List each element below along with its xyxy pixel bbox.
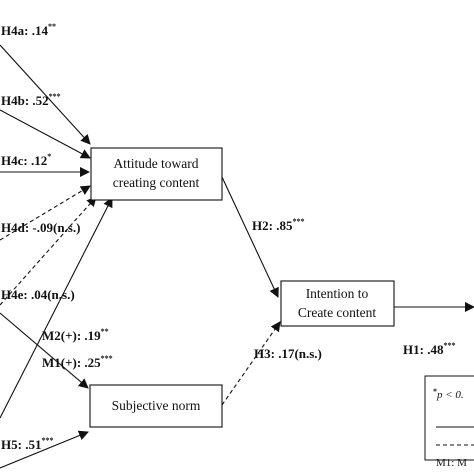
path-h2-arrow [221,176,279,298]
norm-label: Subjective norm [112,398,201,413]
path-h1-label: H1: .48*** [403,341,455,357]
path-h4a-arrow [0,44,91,145]
path-h5-arrow [0,430,89,469]
legend: *p < 0. M1: M [424,375,474,469]
path-h4e-arrow [0,196,97,306]
path-h4d-label: H4d: -.09(n.s.) [1,220,80,235]
path-h3-arrow [221,321,281,406]
path-h4d-arrow [0,185,91,241]
path-m1-arrow [0,312,89,389]
path-h2-label: H2: .85*** [252,217,304,233]
legend-p-note: *p < 0. [433,387,464,401]
path-m1-label: M1(+): .25*** [42,354,113,370]
legend-m1-note: M1: M [436,457,467,469]
intention-label-line1: Intention to [306,286,369,301]
path-h4e-label: H4e: .04(n.s.) [1,287,75,302]
path-h4b-arrow [0,109,91,159]
intention-label-line2: Create content [298,305,377,320]
path-h5-label: H5: .51*** [1,436,53,452]
attitude-label-line2: creating content [113,175,200,190]
attitude-box [90,147,223,201]
attitude-label-line1: Attitude toward [113,156,198,171]
path-h3-label: H3: .17(n.s.) [254,346,322,361]
path-m2-arrow [0,197,113,419]
path-m2-label: M2(+): .19** [42,327,109,343]
norm-box [89,384,223,428]
path-h4b-label: H4b: .52*** [1,92,61,108]
path-h4c-label: H4c: .12* [1,152,51,168]
path-h4a-label: H4a: .14** [1,22,56,38]
intention-box [280,280,395,327]
legend-box [424,375,474,461]
